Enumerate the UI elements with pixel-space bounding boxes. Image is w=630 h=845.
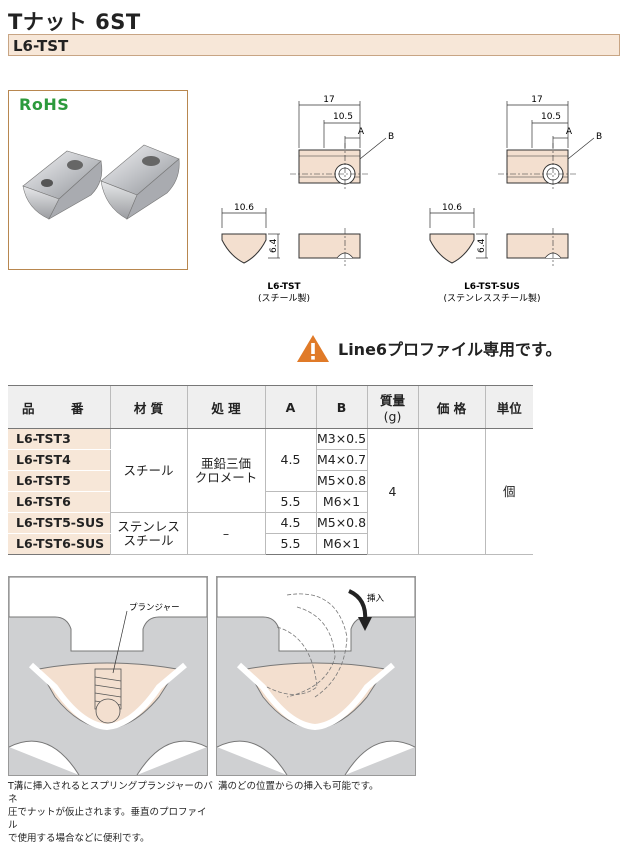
- header-b: B: [315, 385, 367, 429]
- b-value: M3×0.5: [315, 428, 367, 450]
- rohs-logo: RoHS: [19, 95, 70, 114]
- plunger-panel: プランジャー: [8, 576, 208, 776]
- drawing-l6-tst-sus: 17 10.5 A B 10.6 6.4 L6-TST-SUS (ステンレススチ…: [429, 95, 602, 304]
- header-treatment: 処 理: [186, 385, 265, 429]
- caption-stainless: (ステンレススチール製): [443, 292, 540, 304]
- material-stainless: ステンレススチール: [109, 512, 187, 555]
- treatment-none: –: [186, 512, 265, 555]
- plunger-label: プランジャー: [129, 603, 180, 613]
- insert-label: 挿入: [367, 593, 385, 604]
- page-title: Tナット 6ST: [8, 10, 141, 34]
- dim-a: A: [358, 127, 365, 137]
- technical-drawing: 17 10.5 A B 10.6 6.4 L6-TST (スチール製): [221, 95, 602, 304]
- table-row: L6-TST4 M4×0.7: [8, 449, 533, 471]
- dim-6-4: 6.4: [269, 238, 279, 253]
- caption-l6-tst: L6-TST: [267, 282, 301, 292]
- header-a: A: [264, 385, 316, 429]
- header-material: 材 質: [109, 385, 187, 429]
- header-unit: 単位: [484, 385, 533, 429]
- a-value: 4.5: [264, 512, 316, 534]
- dim-10-5: 10.5: [333, 112, 353, 122]
- dim-17-sus: 17: [531, 95, 542, 105]
- table-row: L6-TST5 M5×0.8: [8, 470, 533, 492]
- note-right: 溝のどの位置からの挿入も可能です。: [218, 781, 379, 792]
- warning-icon: [297, 335, 329, 362]
- a-value: 5.5: [264, 491, 316, 513]
- treatment-zinc: 亜鉛三価クロメート: [186, 428, 265, 513]
- part-number: L6-TST6-SUS: [8, 533, 110, 555]
- caption-l6-tst-sus: L6-TST-SUS: [464, 282, 520, 292]
- dim-b: B: [388, 132, 394, 142]
- header-price: 価 格: [417, 385, 485, 429]
- product-photo: RoHS: [8, 90, 188, 270]
- insertion-panel: 挿入: [216, 576, 416, 776]
- b-value: M4×0.7: [315, 449, 367, 471]
- a-value: 4.5: [264, 428, 316, 492]
- part-number: L6-TST4: [8, 449, 110, 471]
- insertion-illustration: 挿入: [217, 577, 415, 775]
- table-row: L6-TST6 5.5 M6×1: [8, 491, 533, 513]
- material-steel: スチール: [109, 428, 187, 513]
- drawing-l6-tst: 17 10.5 A B 10.6 6.4 L6-TST (スチール製): [221, 95, 394, 304]
- caption-steel: (スチール製): [258, 292, 310, 304]
- b-value: M6×1: [315, 491, 367, 513]
- b-value: M5×0.8: [315, 470, 367, 492]
- part-number: L6-TST5: [8, 470, 110, 492]
- dim-17: 17: [323, 95, 334, 105]
- model-bar: L6-TST: [8, 34, 620, 56]
- dim-10-5-sus: 10.5: [541, 112, 561, 122]
- mass-value: 4: [366, 428, 418, 555]
- b-value: M5×0.8: [315, 512, 367, 534]
- part-number: L6-TST3: [8, 428, 110, 450]
- price-value: [417, 428, 485, 555]
- spec-table: 品 番 材 質 処 理 A B 質量 (g) 価 格 単位 L6-TST3 スチ…: [8, 385, 533, 555]
- dim-10-6: 10.6: [234, 203, 254, 213]
- header-part: 品 番: [8, 385, 110, 429]
- part-number: L6-TST6: [8, 491, 110, 513]
- plunger-illustration: プランジャー: [9, 577, 207, 775]
- table-header-row: 品 番 材 質 処 理 A B 質量 (g) 価 格 単位: [8, 385, 533, 429]
- dim-6-4-sus: 6.4: [477, 238, 487, 253]
- table-row: L6-TST6-SUS 5.5 M6×1: [8, 533, 533, 555]
- a-value: 5.5: [264, 533, 316, 555]
- table-row: L6-TST5-SUS ステンレススチール – 4.5 M5×0.8: [8, 512, 533, 555]
- warning-text: Line6プロファイル専用です。: [338, 340, 562, 359]
- header-mass: 質量 (g): [366, 385, 418, 429]
- unit-value: 個: [484, 428, 533, 555]
- b-value: M6×1: [315, 533, 367, 555]
- warning-banner: Line6プロファイル専用です。: [296, 330, 561, 366]
- table-row: L6-TST3 スチール 亜鉛三価クロメート 4.5 M3×0.5 4 個: [8, 428, 533, 555]
- tnut-photo-illustration: [22, 144, 180, 220]
- dim-b-sus: B: [596, 132, 602, 142]
- dim-a-sus: A: [566, 127, 573, 137]
- dim-10-6-sus: 10.6: [442, 203, 462, 213]
- note-left: T溝に挿入されるとスプリングプランジャーのバネ 圧でナットが仮止されます。垂直の…: [8, 781, 213, 844]
- part-number: L6-TST5-SUS: [8, 512, 110, 534]
